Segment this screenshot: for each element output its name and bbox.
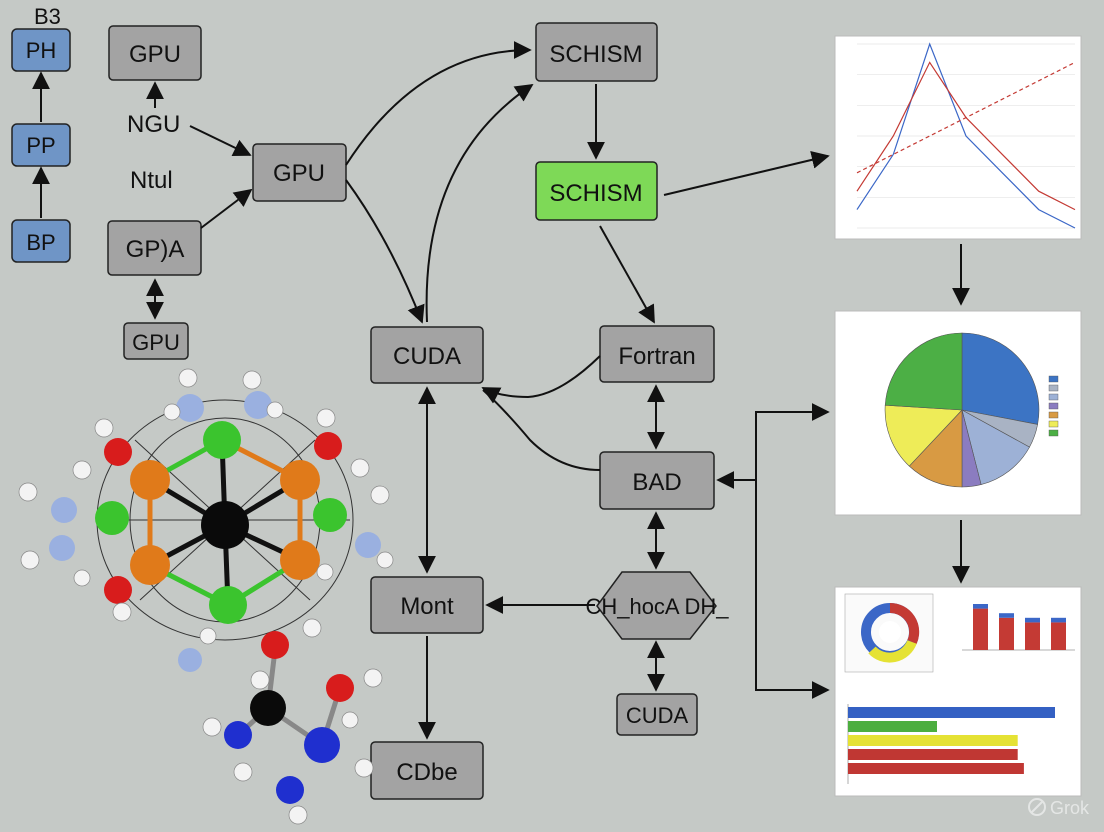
line-series-0 [856, 42, 1076, 229]
pie-legend-swatch [1048, 402, 1059, 410]
box-schism-green-label: SCHISM [549, 180, 642, 207]
horizontal-bar [848, 721, 937, 732]
label-ntul: Ntul [130, 167, 173, 194]
box-cuda-mid: CUDA [370, 326, 484, 384]
box-fortran: Fortran [599, 325, 715, 383]
arrow-schism-fortran [599, 225, 655, 324]
label-b3: B3 [34, 4, 61, 29]
arrow-gpu-schism [345, 41, 532, 166]
arrow-ngu-gpu-mid [189, 125, 252, 157]
box-cuda-bottom: CUDA [616, 693, 698, 736]
vertical-bar-segment [973, 608, 988, 650]
arrow-to-piechart [755, 403, 830, 605]
box-cdbe: CDbe [370, 741, 484, 800]
vertical-bar-segment [1025, 617, 1040, 623]
box-mont-label: Mont [400, 593, 454, 620]
vertical-bars [973, 604, 1066, 650]
donut-chart [844, 593, 934, 673]
vertical-bar-segment [1051, 617, 1066, 623]
pie-slice [884, 404, 963, 467]
pie-legend-swatch [1048, 375, 1059, 383]
vertical-bar-segment [973, 604, 988, 609]
arrow-cuda-schism [425, 83, 534, 323]
pie-slice [961, 332, 1040, 425]
pie-chart-slices [884, 332, 1040, 488]
box-ph: PH [11, 28, 71, 72]
pie-chart-legend [1048, 375, 1059, 437]
box-cuda-bottom-label: CUDA [626, 703, 689, 728]
pie-legend-swatch [1048, 420, 1059, 428]
arrow-bad-cuda [482, 389, 601, 471]
box-schism-green: SCHISM [535, 161, 658, 221]
arrow-to-barcharts [755, 605, 830, 699]
line-series-2 [856, 61, 1076, 174]
pie-slice [961, 409, 1030, 485]
arrow-schism-linechart [663, 150, 830, 196]
pie-legend-swatch [1048, 411, 1059, 419]
box-gpu-small: GPU [123, 322, 189, 360]
donut-bar-panel [834, 586, 1082, 797]
vertical-bar-segment [1051, 622, 1066, 650]
pie-legend-swatch [1048, 429, 1059, 437]
box-cuda-mid-label: CUDA [393, 343, 461, 370]
box-bp-label: BP [26, 230, 55, 255]
box-schism-top: SCHISM [535, 22, 658, 82]
pie-legend-swatch [1048, 393, 1059, 401]
vertical-bar-segment [999, 613, 1014, 618]
box-bad-label: BAD [632, 469, 681, 496]
box-gpu-top-label: GPU [129, 41, 181, 68]
horizontal-bar [848, 749, 1018, 760]
horizontal-bar [848, 735, 1018, 746]
box-pp-label: PP [26, 133, 55, 158]
watermark: Grok [1028, 798, 1090, 818]
box-schism-top-label: SCHISM [549, 41, 642, 68]
stacked-bar-chart [962, 604, 1075, 651]
horizontal-bar [848, 763, 1024, 774]
horizontal-bars [848, 707, 1055, 774]
diamond-hoca-label: CH_hocA DH_ [585, 594, 729, 619]
box-cdbe-label: CDbe [396, 759, 457, 786]
box-bp: BP [11, 219, 71, 263]
vertical-bar-segment [999, 617, 1014, 650]
box-pp: PP [11, 123, 71, 167]
diamond-hoca: CH_hocA DH_ [585, 571, 729, 640]
pie-chart-panel [834, 310, 1082, 516]
vertical-bar-segment [1025, 622, 1040, 650]
watermark-text: Grok [1050, 798, 1090, 818]
pie-slice [884, 332, 963, 411]
box-gpu-mid: GPU [252, 143, 347, 202]
line-chart-series [856, 42, 1076, 229]
arrow-gpja-gpu-mid [200, 188, 253, 229]
box-gpu-top: GPU [108, 25, 202, 81]
label-ngu: NGU [127, 111, 180, 138]
box-gpu-small-label: GPU [132, 330, 180, 355]
box-gpja: GP)A [107, 220, 202, 276]
box-mont: Mont [370, 576, 484, 634]
line-chart-panel [834, 35, 1082, 240]
horizontal-bar [848, 707, 1055, 718]
horizontal-bar-chart [847, 704, 1055, 784]
arrow-fortran-cuda [481, 355, 601, 404]
arrow-gpu-cuda [345, 179, 425, 324]
box-bad: BAD [599, 451, 715, 510]
box-gpu-mid-label: GPU [273, 160, 325, 187]
box-gpja-label: GP)A [126, 236, 185, 263]
molecule-illustration [18, 368, 394, 825]
box-ph-label: PH [26, 38, 57, 63]
pie-legend-swatch [1048, 384, 1059, 392]
box-fortran-label: Fortran [618, 343, 695, 370]
